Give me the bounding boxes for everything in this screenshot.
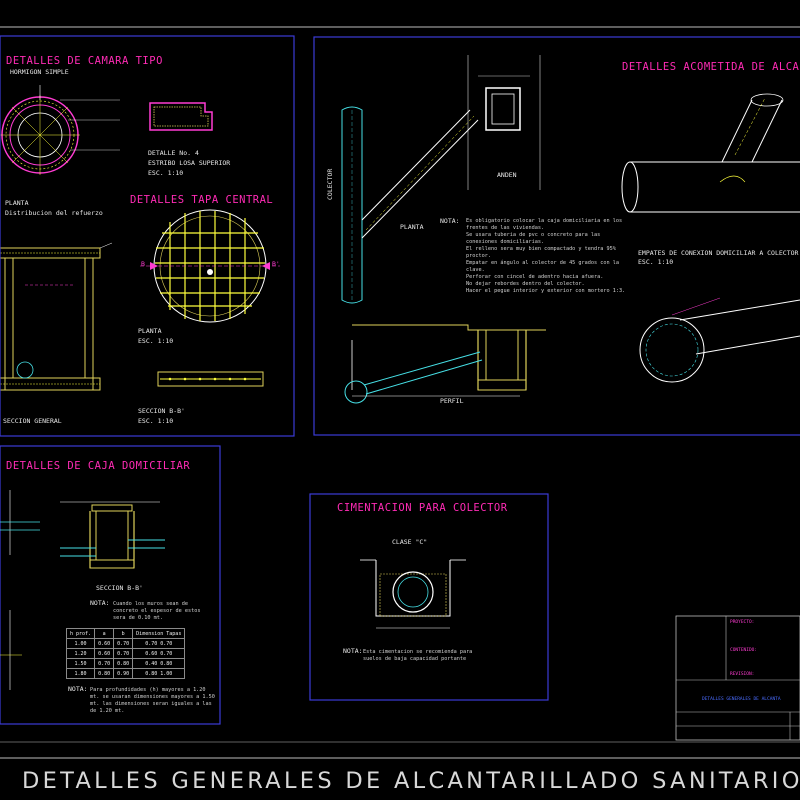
table-cell: 0.70 bbox=[94, 658, 115, 669]
tapa-section-mark-right: B' bbox=[272, 260, 280, 268]
table-header-row: h prof. a b Dimension Tapas bbox=[65, 628, 186, 639]
table-cell: 0.40 0.80 bbox=[132, 658, 186, 669]
table-cell: 0.80 1.00 bbox=[132, 668, 186, 679]
table-cell: 1.20 bbox=[65, 648, 96, 659]
cimentacion-drawing bbox=[360, 559, 466, 629]
table-cell: 0.70 0.70 bbox=[132, 638, 186, 649]
cimentacion-panel-title: CIMENTACION PARA COLECTOR bbox=[337, 502, 508, 514]
acometida-plan-drawing bbox=[341, 55, 541, 304]
cimentacion-clase-label: CLASE "C" bbox=[392, 538, 428, 546]
camara-distribucion-label: Distribucion del refuerzo bbox=[5, 209, 103, 217]
acometida-nota-line: Se usara tuberia de pvc o concreto para … bbox=[466, 232, 601, 246]
table-cell: 0.60 0.70 bbox=[132, 648, 186, 659]
title-block-drawing-name: DETALLES GENERALES DE ALCANTA bbox=[702, 697, 781, 702]
table-header-cell: h prof. bbox=[65, 628, 96, 639]
tapa-seccion-label: SECCION B-B' bbox=[138, 407, 185, 415]
acometida-nota-line: No dejar rebordes dentro del colector. bbox=[466, 281, 585, 288]
caja-nota1-label: NOTA: bbox=[90, 599, 110, 607]
camara-plan-drawing bbox=[0, 85, 120, 175]
tapa-section-drawing bbox=[157, 371, 264, 387]
camara-planta-label: PLANTA bbox=[5, 199, 29, 207]
empates-title: EMPATES DE CONEXION DOMICILIAR A COLECTO… bbox=[638, 249, 799, 257]
empate-drawing-bottom bbox=[639, 297, 800, 383]
caja-dimension-table: h prof. a b Dimension Tapas 1.00 0.60 0.… bbox=[65, 628, 186, 679]
caja-panel-title: DETALLES DE CAJA DOMICILIAR bbox=[6, 460, 191, 472]
table-header-cell: a bbox=[94, 628, 115, 639]
tapa-panel-title: DETALLES TAPA CENTRAL bbox=[130, 194, 274, 206]
table-cell: 0.70 bbox=[113, 648, 134, 659]
title-block bbox=[675, 615, 800, 741]
camara-panel-title: DETALLES DE CAMARA TIPO bbox=[6, 55, 163, 67]
acometida-profile-drawing bbox=[344, 324, 546, 404]
acometida-nota-list: Es obligatorio colocar la caja domicilia… bbox=[466, 218, 626, 295]
title-block-contenido: CONTENIDO: bbox=[730, 648, 758, 653]
caja-left-drawing bbox=[0, 490, 40, 690]
table-cell: 0.60 bbox=[94, 638, 115, 649]
camara-scale-label: ESC. 1:10 bbox=[148, 169, 184, 177]
acometida-nota-line: El relleno sera muy bien compactado y te… bbox=[466, 246, 616, 260]
table-header-cell: b bbox=[113, 628, 134, 639]
empate-drawing-top bbox=[621, 93, 800, 213]
camara-seccion-label: SECCION GENERAL bbox=[3, 417, 62, 425]
table-cell: 1.80 bbox=[65, 668, 96, 679]
caja-seccion-label: SECCION B-B' bbox=[96, 584, 143, 592]
acometida-nota-line: Hacer el pegue interior y exterior con m… bbox=[466, 288, 626, 295]
acometida-nota-line: Empatar en ángulo al colector de 45 grad… bbox=[466, 260, 620, 274]
title-block-proyecto: PROYECTO: bbox=[730, 620, 755, 625]
drawing-title: DETALLES GENERALES DE ALCANTARILLADO SAN… bbox=[22, 768, 800, 794]
table-cell: 0.80 bbox=[113, 658, 134, 669]
table-row: 1.80 0.80 0.90 0.80 1.00 bbox=[65, 668, 186, 679]
acometida-colector-label: COLECTOR bbox=[326, 168, 334, 200]
acometida-nota-line: Es obligatorio colocar la caja domicilia… bbox=[466, 218, 623, 232]
acometida-planta-label: PLANTA bbox=[400, 223, 424, 231]
table-cell: 0.70 bbox=[113, 638, 134, 649]
acometida-anden-label: ANDEN bbox=[497, 171, 517, 179]
acometida-nota-label: NOTA: bbox=[440, 217, 460, 225]
caja-nota2-text: Para profundidades (h) mayores a 1.20 mt… bbox=[90, 687, 215, 715]
camara-section-drawing bbox=[0, 242, 113, 391]
tapa-planta-scale: ESC. 1:10 bbox=[138, 337, 174, 345]
cimentacion-nota-label: NOTA: bbox=[343, 647, 363, 655]
caja-nota1-text: Cuando los muros sean de concreto el esp… bbox=[113, 601, 201, 622]
empates-scale: ESC. 1:10 bbox=[638, 258, 674, 266]
camara-detalle-label: DETALLE No. 4 bbox=[148, 149, 199, 157]
camara-subtitle: HORMIGON SIMPLE bbox=[10, 68, 69, 76]
table-cell: 1.50 bbox=[65, 658, 96, 669]
acometida-perfil-label: PERFIL bbox=[440, 397, 464, 405]
camara-estribo-label: ESTRIBO LOSA SUPERIOR bbox=[148, 159, 231, 167]
table-cell: 1.00 bbox=[65, 638, 96, 649]
tapa-seccion-scale: ESC. 1:10 bbox=[138, 417, 174, 425]
tapa-planta-label: PLANTA bbox=[138, 327, 162, 335]
table-header-cell: Dimension Tapas bbox=[132, 628, 186, 639]
table-row: 1.50 0.70 0.80 0.40 0.80 bbox=[65, 658, 186, 669]
table-cell: 0.60 bbox=[94, 648, 115, 659]
table-cell: 0.90 bbox=[113, 668, 134, 679]
caja-section-drawing bbox=[60, 501, 165, 569]
tapa-section-mark-left: B bbox=[141, 260, 145, 268]
table-row: 1.20 0.60 0.70 0.60 0.70 bbox=[65, 648, 186, 659]
caja-nota2-label: NOTA: bbox=[68, 685, 88, 693]
camara-estribo-detail bbox=[149, 102, 213, 131]
table-cell: 0.80 bbox=[94, 668, 115, 679]
cimentacion-nota-text: Esta cimentacion se recomienda para suel… bbox=[363, 649, 473, 663]
acometida-nota-line: Perforar con cincel de adentro hacia afu… bbox=[466, 274, 604, 281]
tapa-plan-drawing bbox=[140, 209, 280, 323]
title-block-revision: REVISION: bbox=[730, 672, 755, 677]
table-row: 1.00 0.60 0.70 0.70 0.70 bbox=[65, 638, 186, 649]
acometida-panel-title: DETALLES ACOMETIDA DE ALCA bbox=[622, 61, 800, 73]
